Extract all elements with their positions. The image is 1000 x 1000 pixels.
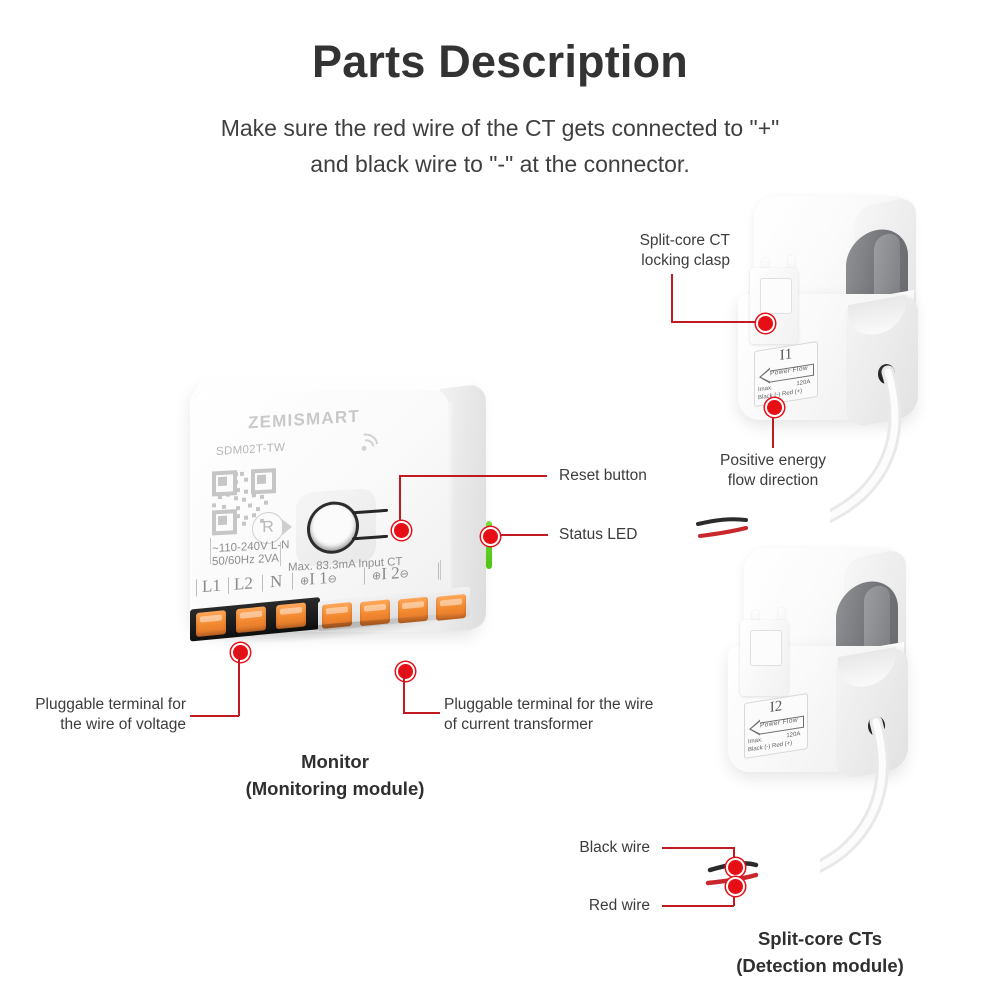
reset-marker-dot [392, 521, 411, 540]
ct2-clasp-slot [750, 630, 782, 666]
locking-clasp-leader-h [671, 321, 763, 323]
ct1-wire-ends [696, 517, 748, 538]
subtitle-line-2: and black wire to "-" at the connector. [310, 151, 690, 177]
page-title: Parts Description [311, 36, 688, 87]
minus-icon-i2: ⊖ [399, 568, 409, 581]
terminal-label-l1: L1 [202, 575, 221, 596]
black-wire-leader-v [733, 847, 735, 865]
ct2-sticker: I2 Power Flow Imax. 120A Black (-) Red (… [744, 692, 808, 760]
callout-positive-flow: Positive energy flow direction [688, 451, 858, 491]
locking-clasp-line-1: Split-core CT [639, 232, 730, 249]
positive-flow-leader-v [772, 404, 774, 448]
ct-terminal-line-2: of current transformer [444, 716, 594, 733]
terminal-label-i2: ⊕I 2⊖ [372, 562, 409, 585]
rating-divider-mid [280, 541, 282, 567]
ct2-cable [820, 715, 889, 874]
black-wire-marker-dot [726, 858, 745, 877]
callout-ct-terminal: Pluggable terminal for the wire of curre… [444, 695, 674, 735]
minus-icon-i1: ⊖ [327, 573, 337, 586]
reset-leader-v [399, 476, 401, 528]
monitor-caption-line-2: (Monitoring module) [245, 778, 425, 799]
black-wire-leader-h [662, 847, 734, 849]
locking-clasp-leader-v [671, 274, 673, 322]
status-led-marker-dot [481, 527, 500, 546]
plus-icon-i2: ⊕ [372, 570, 382, 583]
wifi-icon [347, 428, 384, 465]
ct-caption-line-1: Split-core CTs [757, 928, 883, 949]
voltage-terminal-leader-h [190, 715, 239, 717]
voltage-terminal-line-1: Pluggable terminal for [35, 696, 186, 713]
ct-module-i1: I1 Power Flow Imax. 120A Black (-) Red (… [726, 195, 956, 446]
callout-red-wire: Red wire [588, 897, 650, 914]
voltage-terminal-marker-dot [231, 643, 250, 662]
ct-caption: Split-core CTs (Detection module) [660, 925, 980, 979]
ct-terminal-leader-v [403, 669, 405, 713]
locking-clasp-marker-dot [756, 314, 775, 333]
positive-flow-line-1: Positive energy [720, 452, 826, 469]
callout-voltage-terminal: Pluggable terminal for the wire of volta… [18, 695, 186, 735]
i2-text: I 2 [381, 563, 400, 584]
ct1-imax-value: 120A [796, 379, 811, 388]
ct2-imax-value: 120A [786, 731, 801, 740]
red-wire-marker-dot [726, 877, 745, 896]
ct-terminal-leader-h [403, 712, 440, 714]
reset-leader-h [399, 475, 547, 477]
voltage-terminal-line-2: the wire of voltage [60, 716, 186, 733]
terminal-label-n: N [270, 571, 283, 592]
i1-text: I 1 [309, 568, 328, 589]
ct1-imax-label: Imax. [758, 385, 773, 394]
monitor-module-illustration: ZEMISMART SDM02T-TW [168, 372, 508, 672]
positive-flow-line-2: flow direction [727, 472, 819, 489]
callout-reset-button: Reset button [559, 467, 647, 484]
monitor-caption-line-1: Monitor [301, 751, 369, 772]
monitor-caption: Monitor (Monitoring module) [180, 748, 490, 802]
callout-locking-clasp: Split-core CT locking clasp [560, 231, 730, 271]
ct-caption-line-2: (Detection module) [736, 955, 904, 976]
ct1-clasp-slot [760, 278, 792, 314]
red-wire-leader-h [662, 905, 734, 907]
locking-clasp-line-2: locking clasp [641, 252, 730, 269]
rating-divider-left [210, 537, 212, 565]
callout-black-wire: Black wire [579, 839, 650, 856]
ct-terminal-marker-dot [396, 662, 415, 681]
callout-status-led: Status LED [559, 526, 638, 543]
plus-icon-i1: ⊕ [300, 575, 310, 588]
terminal-clip-n[interactable] [276, 602, 306, 630]
page-subtitle: Make sure the red wire of the CT gets co… [0, 110, 1000, 182]
terminal-label-i1: ⊕I 1⊖ [300, 568, 337, 591]
ct-terminal-line-1: Pluggable terminal for the wire [444, 696, 654, 713]
ct2-imax-label: Imax. [748, 737, 763, 746]
status-led-leader-h [496, 534, 548, 536]
ct1-cable [830, 365, 902, 524]
subtitle-line-1: Make sure the red wire of the CT gets co… [220, 115, 780, 141]
terminal-label-l2: L2 [234, 573, 253, 594]
ct1-sticker: I1 Power Flow Imax. 120A Black (-) Red (… [754, 340, 818, 408]
voltage-terminal-leader-v [238, 650, 240, 716]
positive-flow-marker-dot [765, 398, 784, 417]
